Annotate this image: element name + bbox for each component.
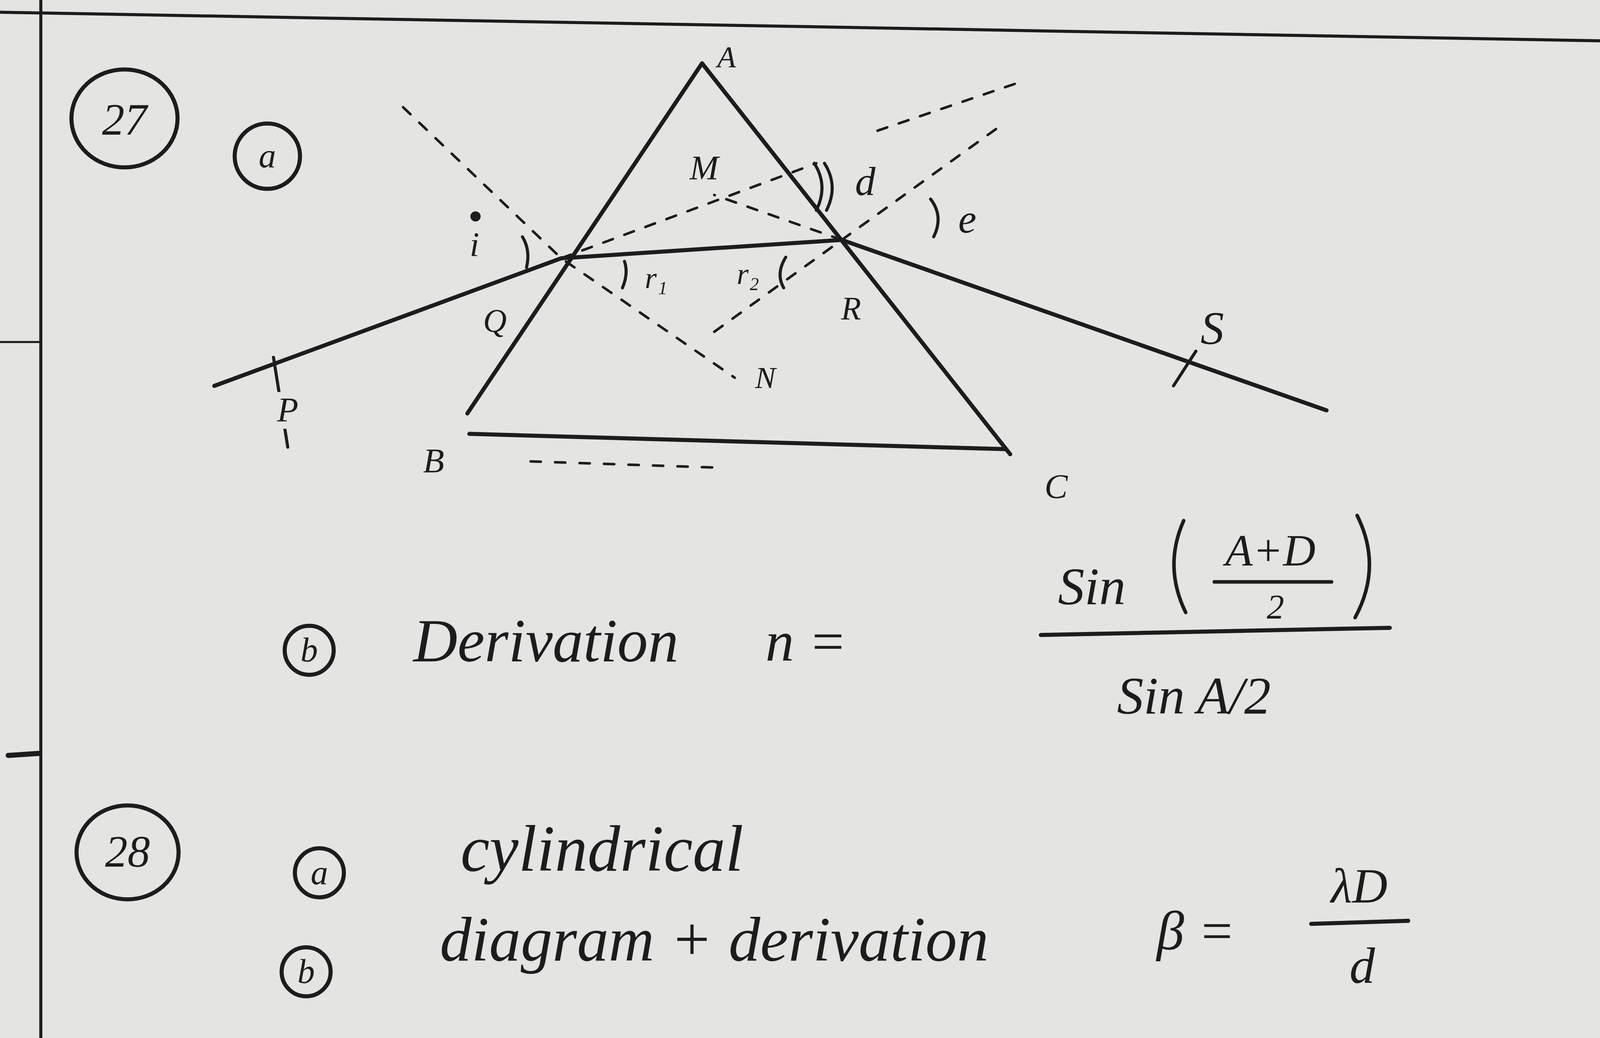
angle-arc: [814, 163, 833, 211]
handwritten-label: 27: [99, 97, 151, 144]
handwritten-label: λD: [1327, 860, 1391, 912]
fraction-bar: [1214, 579, 1332, 584]
handwritten-label: diagram + derivation: [436, 906, 992, 972]
handwritten-label: Q: [480, 303, 510, 338]
page-rule: [0, 340, 39, 344]
handwritten-label: Sin: [1054, 559, 1129, 615]
normal-line: [714, 122, 1005, 332]
ray-tick: [1173, 351, 1196, 386]
handwritten-label: cylindrical: [457, 815, 747, 883]
handwritten-label: b: [297, 631, 321, 669]
ray-extension: [714, 194, 842, 240]
angle-arc: [622, 261, 627, 288]
handwritten-label: n =: [762, 611, 850, 671]
margin-line: [39, 0, 43, 1038]
handwritten-label: a: [255, 137, 280, 175]
handwritten-label: d: [1346, 938, 1379, 992]
fraction-bar: [1040, 627, 1390, 636]
number-circle: [234, 123, 300, 189]
handwritten-label: i: [466, 226, 483, 264]
handwritten-label: B: [420, 442, 448, 480]
fraction-bar: [1311, 920, 1409, 924]
light-ray: [214, 239, 1327, 411]
number-circle: [294, 847, 344, 897]
handwritten-label: C: [1041, 468, 1072, 505]
handwritten-label: r₁: [641, 261, 671, 294]
angle-arc: [780, 256, 786, 288]
angle-arc: [930, 199, 939, 237]
number-circle: [71, 69, 178, 168]
handwritten-label: 28: [101, 828, 153, 876]
handwritten-label: P: [274, 391, 302, 429]
angle-arc: [522, 236, 528, 268]
handwritten-label: A+D: [1222, 527, 1319, 575]
handwritten-label: R: [838, 290, 865, 326]
parenthesis: [1355, 515, 1370, 618]
prism-outline: [467, 63, 1011, 454]
ink-dot: [472, 213, 479, 220]
handwritten-label: b: [294, 953, 319, 990]
handwritten-label: 2: [1263, 588, 1288, 626]
number-circle: [281, 947, 331, 996]
page-rule: [0, 12, 1600, 41]
base-hatch: [530, 461, 715, 468]
normal-line: [402, 107, 735, 378]
number-circle: [76, 805, 179, 899]
handwritten-label: Derivation: [410, 609, 682, 673]
handwritten-label: r₂: [733, 256, 763, 290]
parenthesis: [1173, 520, 1186, 613]
handwritten-label: M: [686, 150, 722, 187]
handwritten-label: β =: [1153, 902, 1239, 960]
handwritten-label: e: [955, 197, 980, 241]
handwritten-label: a: [307, 854, 332, 891]
handwritten-label: S: [1197, 304, 1228, 354]
number-circle: [284, 625, 334, 675]
handwritten-label: A: [714, 40, 740, 74]
page-rule: [8, 752, 39, 755]
handwritten-label: d: [852, 160, 879, 204]
handwritten-label: N: [752, 361, 779, 394]
ray-extension: [877, 83, 1016, 131]
handwritten-label: Sin A/2: [1113, 668, 1274, 724]
